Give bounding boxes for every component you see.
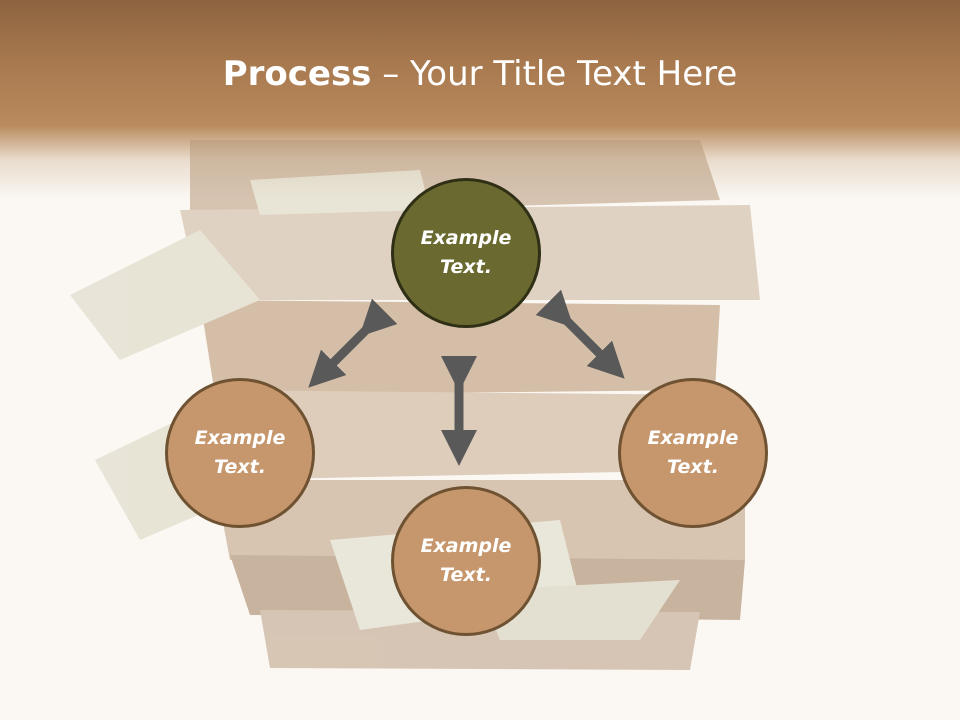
process-node-right[interactable]: Example Text. [618,378,768,528]
process-node-bottom[interactable]: Example Text. [391,486,541,636]
arrow-top-right [535,289,625,379]
node-label-left: Example Text. [194,427,286,478]
title-bold-part: Process [222,54,372,94]
title-rest-part: – Your Title Text Here [371,54,738,94]
node-label-bottom: Example Text. [420,535,512,586]
node-label-right: Example Text. [647,427,739,478]
process-node-top[interactable]: Example Text. [391,178,541,328]
process-node-left[interactable]: Example Text. [165,378,315,528]
arrow-top-left [308,298,398,388]
node-label-top: Example Text. [420,227,512,278]
slide-title: Process – Your Title Text Here [0,52,960,96]
